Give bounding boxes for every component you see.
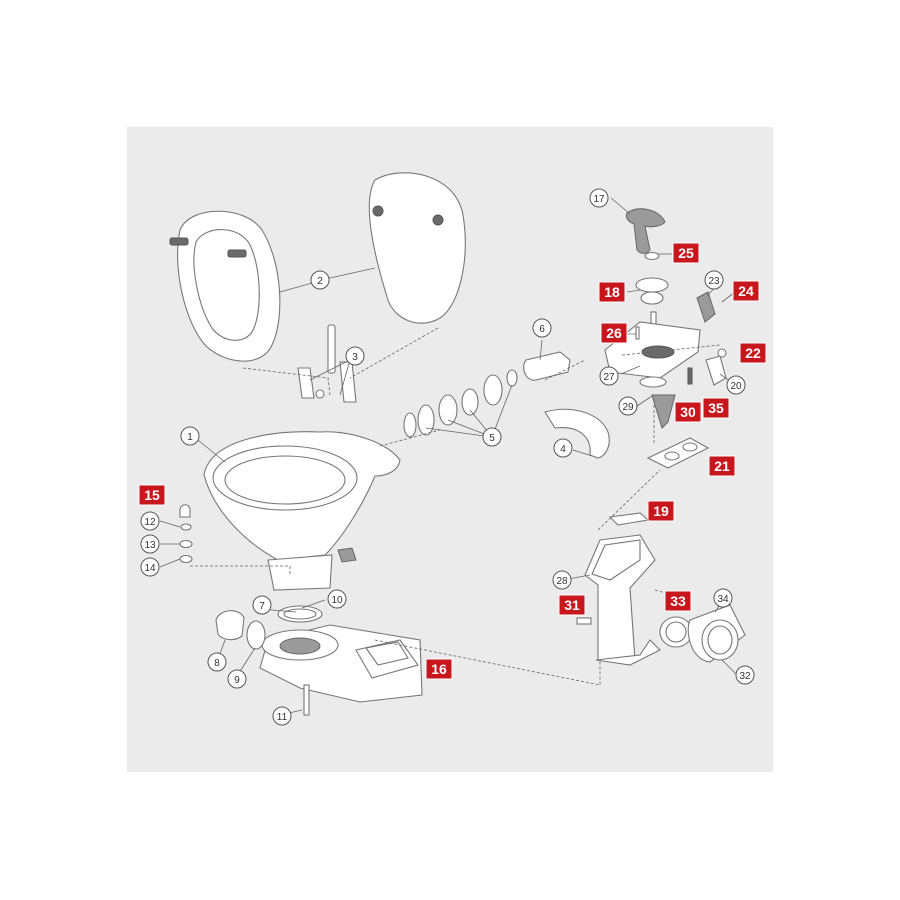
callout-6: 6: [532, 318, 552, 338]
svg-text:13: 13: [144, 540, 156, 551]
callout-2: 2: [310, 270, 330, 290]
red-badges: 15 16 18 19 21 22 24 25 26 30 31 33 35: [138, 242, 767, 680]
svg-text:28: 28: [556, 576, 568, 587]
callout-1: 1: [180, 426, 200, 446]
svg-text:6: 6: [539, 324, 545, 335]
svg-text:24: 24: [738, 283, 754, 299]
svg-text:33: 33: [670, 593, 686, 609]
svg-text:1: 1: [187, 432, 193, 443]
callout-9: 9: [227, 669, 247, 689]
svg-text:26: 26: [606, 325, 622, 341]
svg-text:22: 22: [745, 345, 761, 361]
callout-10: 10: [327, 589, 347, 609]
callout-14: 14: [140, 557, 160, 577]
svg-text:32: 32: [739, 671, 751, 682]
svg-text:27: 27: [603, 372, 615, 383]
badge-26: 26: [600, 322, 628, 344]
callout-5: 5: [482, 427, 502, 447]
gray-callouts: 1 2 3 4 5 6 7 8 9 10 11 12 13 14 17 20 2…: [140, 188, 755, 726]
badge-30: 30: [674, 401, 702, 423]
svg-text:12: 12: [144, 517, 156, 528]
callout-17: 17: [589, 188, 609, 208]
svg-text:8: 8: [214, 658, 220, 669]
callout-13: 13: [140, 534, 160, 554]
badge-31: 31: [558, 594, 586, 616]
pump-handle-part: [604, 208, 727, 469]
callout-4: 4: [553, 438, 573, 458]
callout-20: 20: [726, 375, 746, 395]
svg-text:30: 30: [680, 404, 696, 420]
svg-text:16: 16: [431, 661, 447, 677]
pump-body-part: [576, 512, 746, 666]
callout-23: 23: [704, 270, 724, 290]
callout-11: 11: [272, 706, 292, 726]
svg-text:2: 2: [317, 276, 323, 287]
toilet-lid-part: [368, 172, 466, 324]
callout-28: 28: [552, 570, 572, 590]
callout-27: 27: [599, 366, 619, 386]
badge-21: 21: [708, 455, 736, 477]
callout-34: 34: [713, 588, 733, 608]
svg-text:34: 34: [717, 594, 729, 605]
badge-19: 19: [647, 500, 675, 522]
svg-text:25: 25: [678, 245, 694, 261]
badge-15: 15: [138, 484, 166, 506]
svg-text:7: 7: [259, 601, 265, 612]
toilet-seat-part: [169, 210, 281, 362]
svg-text:18: 18: [604, 284, 620, 300]
svg-text:31: 31: [564, 597, 580, 613]
svg-text:4: 4: [560, 444, 566, 455]
badge-16: 16: [425, 658, 453, 680]
callout-7: 7: [252, 595, 272, 615]
outlet-hose-part: [544, 408, 610, 459]
pump-base-part: [215, 605, 423, 716]
svg-text:11: 11: [277, 712, 288, 723]
badge-35: 35: [702, 397, 730, 419]
callout-12: 12: [140, 511, 160, 531]
bolt-hardware-part: [179, 504, 193, 564]
callout-8: 8: [207, 652, 227, 672]
svg-text:15: 15: [144, 487, 160, 503]
svg-text:35: 35: [708, 400, 724, 416]
badge-25: 25: [672, 242, 700, 264]
svg-text:23: 23: [708, 276, 720, 287]
badge-18: 18: [598, 281, 626, 303]
svg-text:20: 20: [730, 381, 742, 392]
svg-text:10: 10: [331, 595, 343, 606]
svg-text:21: 21: [714, 458, 730, 474]
callout-32: 32: [735, 665, 755, 685]
svg-text:5: 5: [489, 433, 495, 444]
svg-text:14: 14: [144, 563, 156, 574]
svg-text:19: 19: [653, 503, 669, 519]
toilet-bowl-part: [203, 431, 401, 591]
badge-24: 24: [732, 280, 760, 302]
badge-33: 33: [664, 590, 692, 612]
callout-29: 29: [618, 396, 638, 416]
badge-22: 22: [739, 342, 767, 364]
svg-text:3: 3: [352, 352, 358, 363]
callout-3: 3: [345, 346, 365, 366]
svg-text:17: 17: [593, 194, 605, 205]
svg-text:29: 29: [622, 402, 634, 413]
svg-text:9: 9: [234, 675, 240, 686]
